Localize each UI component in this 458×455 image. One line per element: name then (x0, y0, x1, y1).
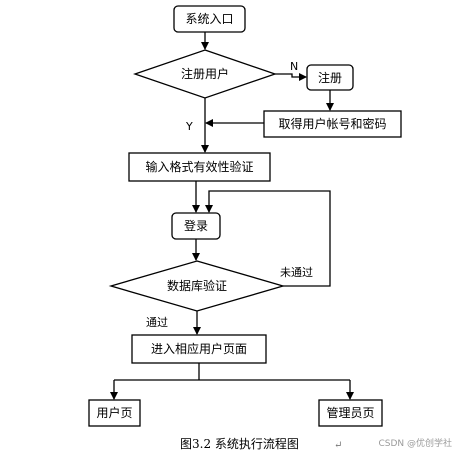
node-register-user-decision-label: 注册用户 (181, 66, 229, 81)
edge-label-passed: 通过 (146, 316, 168, 329)
node-get-account-password-label: 取得用户帐号和密码 (278, 116, 386, 131)
caption-return-mark: ↵ (334, 440, 342, 451)
node-enter-user-page-label: 进入相应用户页面 (151, 341, 247, 356)
edge-label-yes: Y (185, 120, 193, 133)
node-system-entry-label: 系统入口 (185, 12, 233, 26)
node-register-label: 注册 (318, 70, 342, 85)
node-user-page: 用户页 (88, 399, 141, 427)
node-register: 注册 (306, 64, 354, 91)
edge-label-failed: 未通过 (280, 266, 313, 279)
node-database-validation: 数据库验证 (108, 260, 286, 312)
figure-caption: 图3.2 系统执行流程图 (180, 436, 299, 451)
node-enter-user-page: 进入相应用户页面 (131, 334, 267, 364)
edge-decision-to-register (275, 73, 307, 81)
node-admin-page: 管理员页 (318, 399, 383, 427)
node-register-user-decision: 注册用户 (132, 49, 278, 99)
node-input-validation: 输入格式有效性验证 (128, 152, 271, 182)
edge-database-failed-loop (205, 190, 331, 287)
node-database-validation-label: 数据库验证 (167, 278, 227, 293)
node-login-label: 登录 (184, 218, 208, 233)
node-get-account-password: 取得用户帐号和密码 (263, 110, 402, 138)
node-login: 登录 (171, 212, 221, 240)
csdn-watermark: CSDN @优创学社 (378, 437, 452, 449)
node-admin-page-label: 管理员页 (326, 405, 374, 420)
node-user-page-label: 用户页 (96, 405, 132, 420)
node-input-validation-label: 输入格式有效性验证 (145, 159, 253, 174)
node-system-entry: 系统入口 (173, 5, 246, 33)
edge-label-no: N (290, 60, 298, 73)
